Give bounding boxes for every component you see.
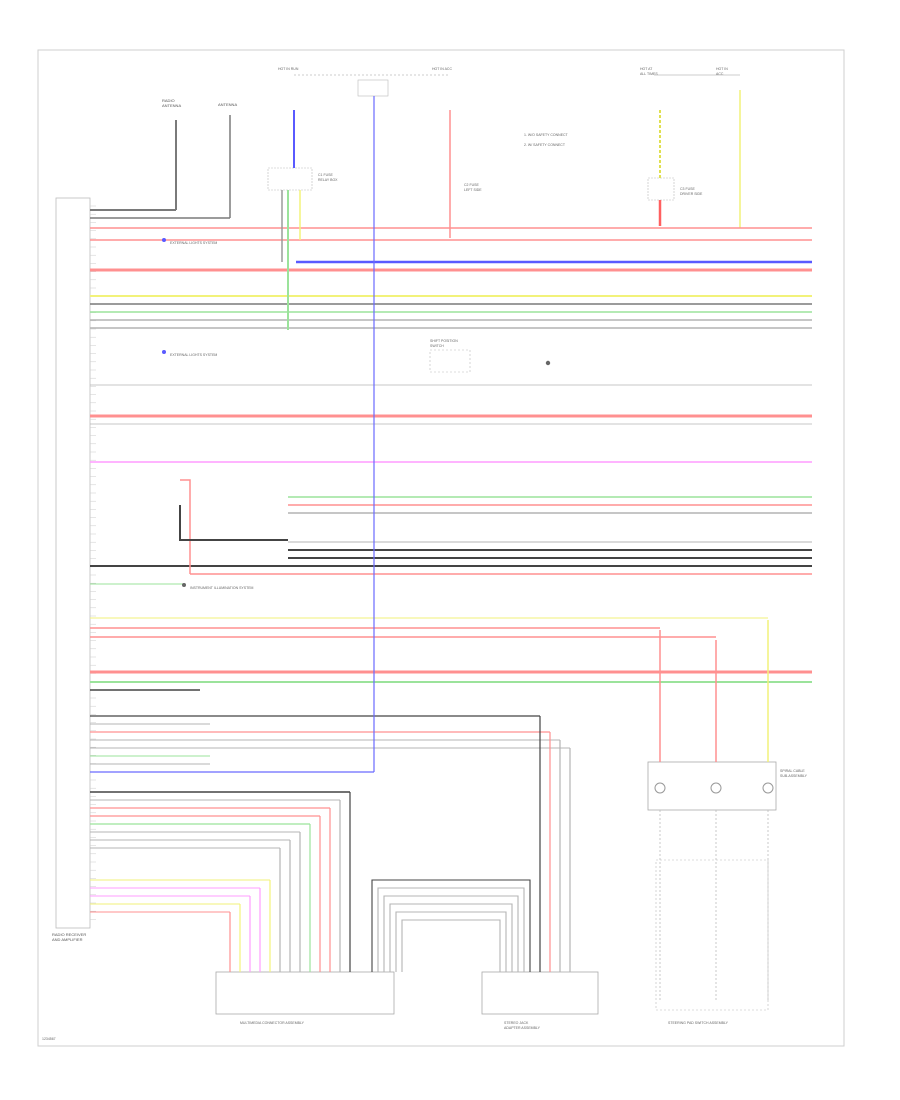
- center-ground-dot: [545, 360, 551, 366]
- horizontal-wires: [90, 227, 812, 913]
- wire-u-2: [383, 895, 519, 972]
- wire-u-4: [395, 911, 507, 972]
- ground-label-2: EXTERNAL LIGHTS SYSTEM: [170, 353, 217, 357]
- spiral-pin-1: [654, 782, 666, 794]
- relay-box-1: [267, 167, 313, 191]
- ground-dot-2: [162, 350, 166, 354]
- ground-dot-1: [162, 238, 166, 242]
- steering-switch-box: [655, 859, 769, 1011]
- center-connector-box: [429, 349, 471, 373]
- vertical-wires: [179, 479, 571, 972]
- radio-receiver-box: [55, 197, 91, 929]
- wire-u-1: [377, 887, 525, 972]
- wire-u-3: [389, 903, 513, 972]
- fuse-label-1: HOT IN RUN: [278, 67, 299, 71]
- spiral-cable-box: [647, 761, 777, 811]
- wire-black-elbow: [179, 505, 288, 541]
- stereo-jack-box: [481, 971, 599, 1015]
- antenna-label-2: ANTENNA: [218, 102, 237, 107]
- wire-u-0: [371, 879, 531, 972]
- footer-code: 1234567: [42, 1037, 56, 1041]
- receiver-pins: [90, 205, 96, 920]
- relay-box-3: [647, 177, 675, 201]
- note-2: 2. W/ SAFETY CONNECT: [524, 143, 566, 147]
- wire-u-5: [401, 919, 501, 972]
- wire-red-elbow: [180, 479, 191, 574]
- steering-switch-label: STEERING PAD SWITCH ASSEMBLY: [668, 1021, 729, 1025]
- note-1: 1. W/O SAFETY CONNECT: [524, 133, 569, 137]
- relay-box-2: [357, 79, 389, 97]
- multimedia-connector-label: MULTIMEDIA CONNECTOR ASSEMBLY: [240, 1021, 305, 1025]
- ground-label-1: EXTERNAL LIGHTS SYSTEM: [170, 241, 217, 245]
- illum-dot: [182, 583, 186, 587]
- spiral-pin-2: [710, 782, 722, 794]
- illum-label: INSTRUMENT ILLUMINATION SYSTEM: [190, 586, 254, 590]
- fuse-label-2: HOT IN ACC: [432, 67, 452, 71]
- diagram-frame: [37, 49, 845, 1047]
- spiral-pin-3: [762, 782, 774, 794]
- multimedia-connector-box: [215, 971, 395, 1015]
